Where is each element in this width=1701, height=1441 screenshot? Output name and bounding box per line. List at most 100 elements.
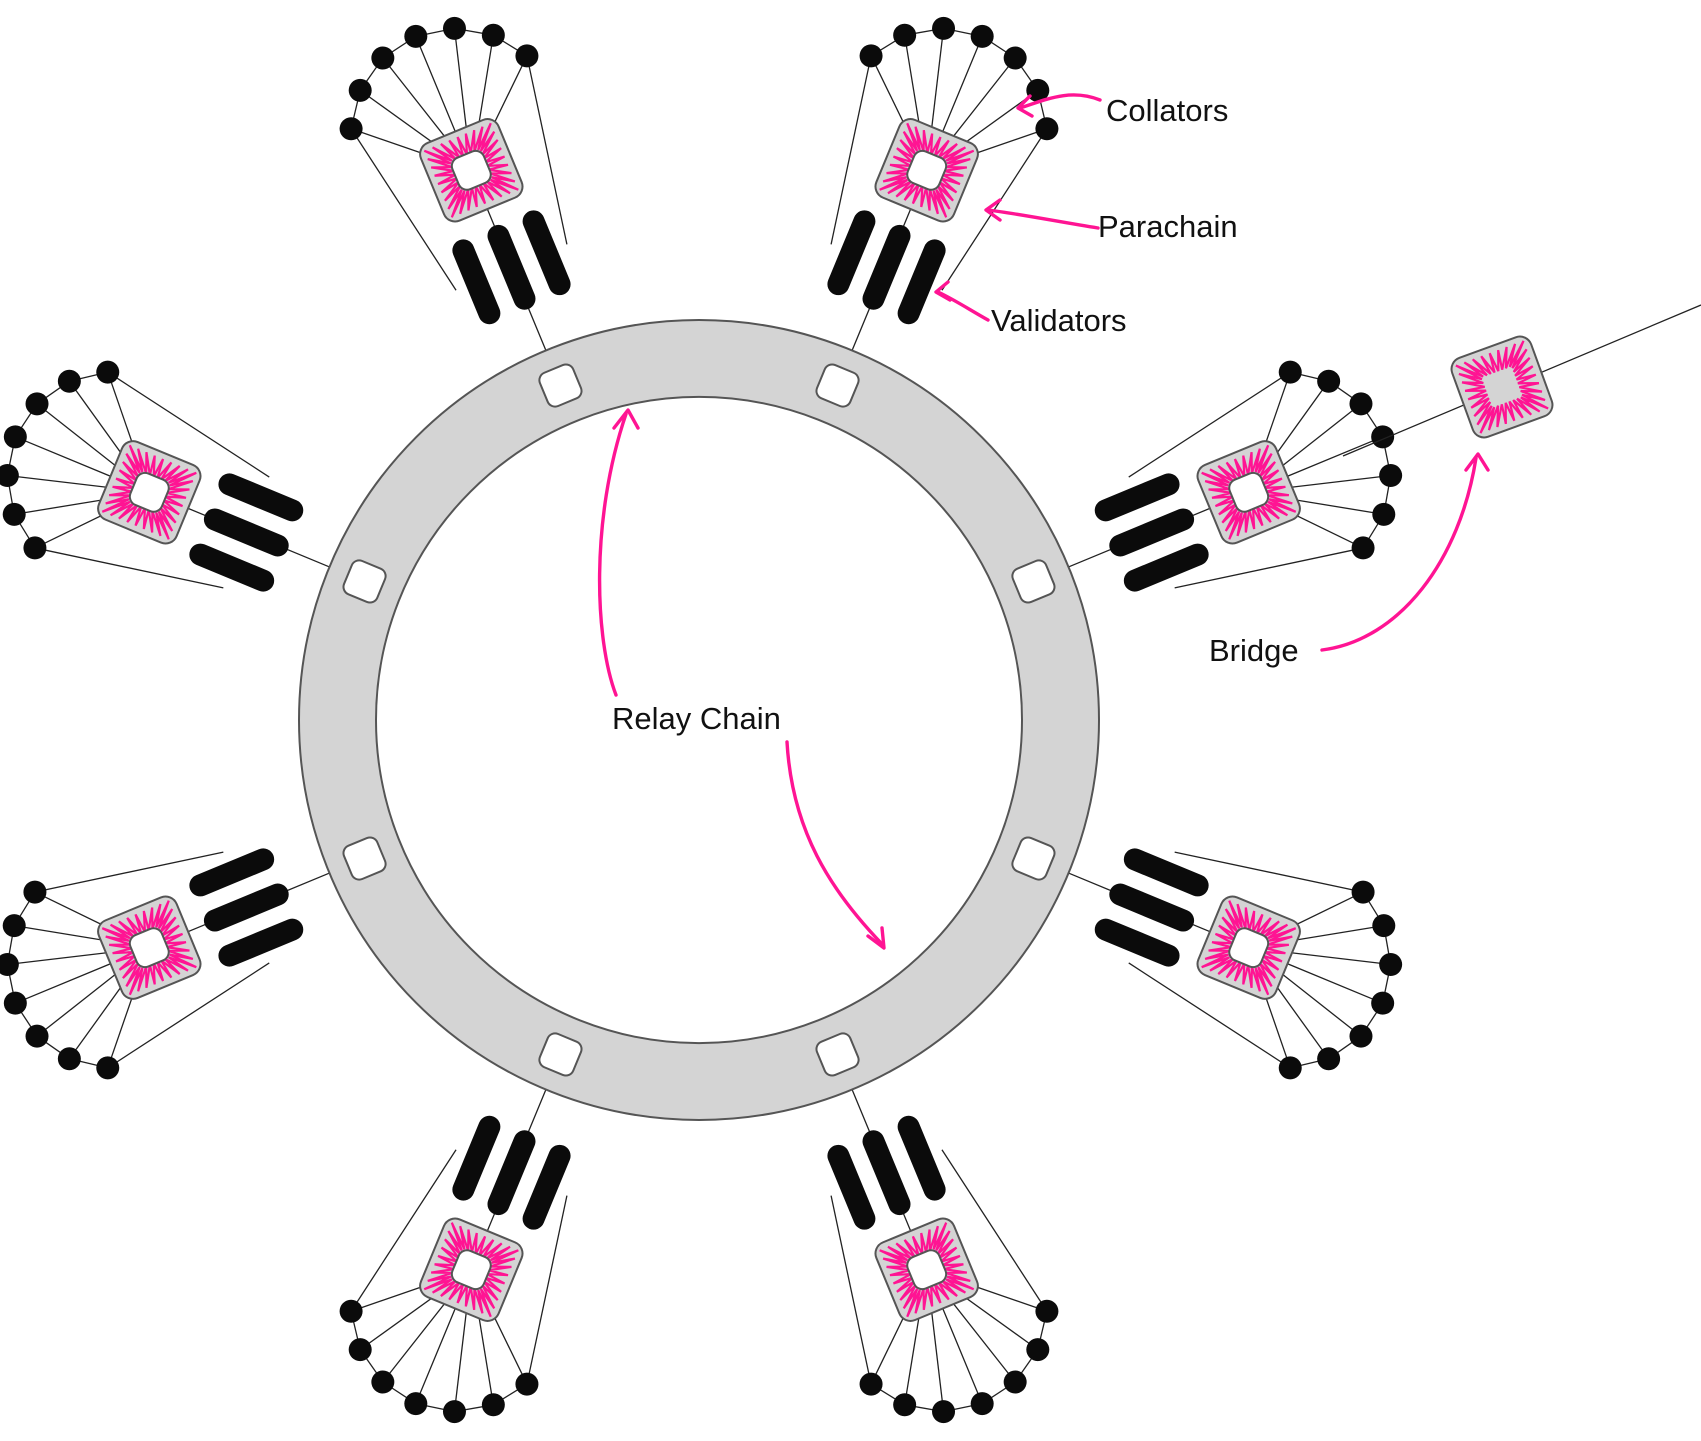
collator-node [404,24,428,48]
collator-node [371,1370,395,1394]
parachain-group [339,1115,571,1424]
collator-node [1317,1047,1341,1071]
annotation-arrows [597,93,1490,950]
validator-icon [1094,473,1180,522]
collator-node [442,16,466,40]
arrow-collators-head [1016,94,1034,118]
collator-node [515,44,539,68]
collator-node [404,1392,428,1416]
collator-node [970,1392,994,1416]
collator-node [1026,78,1050,102]
validator-link [107,371,270,478]
parachain-hole [128,471,170,513]
collator-node [23,536,47,560]
validator-link [107,962,270,1069]
parachain-group [0,848,304,1080]
label-collators: Collators [1106,93,1228,128]
validator-icon [862,224,911,310]
collator-node [25,392,49,416]
validator-link [350,1149,457,1312]
validator-icon [522,210,571,296]
collator-node [348,1338,372,1362]
collator-node [1278,1056,1302,1080]
collator-node [3,991,27,1015]
parachain-chip [97,895,202,1000]
validator-icon [827,1144,876,1230]
arrow-relay-down [785,740,884,946]
collator-node [348,78,372,102]
arrow-collators [1018,93,1102,110]
collator-node [859,44,883,68]
parachain-chip [1196,440,1301,545]
bridge-chip [1450,335,1554,439]
collator-node [0,953,19,977]
collator-node [1379,953,1403,977]
validator-icon [897,239,946,325]
parachain-chip [874,118,979,223]
validator-icon [218,473,304,522]
parachain-scribble [101,444,197,540]
validator-icon [487,224,536,310]
collator-node [932,1400,956,1424]
collator-node [893,23,917,47]
collator-node [1035,1299,1059,1323]
validator-icon [1123,848,1209,897]
parachain-scribble [1201,444,1297,540]
parachain-chip [419,118,524,223]
validator-link [526,55,568,245]
collator-node [1371,425,1395,449]
collator-node [0,463,19,487]
ring-slot [815,1032,860,1077]
collator-node [442,1400,466,1424]
collator-node [1379,463,1403,487]
parachain-scribble [879,122,975,218]
validator-link [34,851,224,893]
collator-node [339,1299,363,1323]
parachain-scribble [423,1222,519,1318]
ring-slot [1011,559,1056,604]
validator-link [830,1195,872,1385]
validator-icon [487,1130,536,1216]
collator-node [1372,914,1396,938]
ring-slot [342,836,387,881]
validator-link [1174,547,1364,589]
label-parachain: Parachain [1098,209,1238,244]
parachain-group [827,1115,1059,1424]
parachain-hole [906,149,948,191]
label-bridge: Bridge [1209,633,1299,668]
collator-node [1003,46,1027,70]
collator-node [859,1372,883,1396]
validator-link [941,1149,1048,1312]
collator-node [932,16,956,40]
validator-icon [189,848,275,897]
validator-link [1128,962,1291,1069]
parachain-scribble [101,900,197,996]
collator-node [970,24,994,48]
parachain-hole [450,1249,492,1291]
parachain-group [1094,360,1403,592]
validator-link [1128,371,1291,478]
parachain-group [827,16,1059,325]
label-validators: Validators [991,303,1127,338]
ring-slot [538,1032,583,1077]
validator-link [350,128,457,291]
collator-node [96,1056,120,1080]
collator-node [57,1047,81,1071]
parachain-hole [1228,471,1270,513]
parachain-hole [128,927,170,969]
collator-node [1371,991,1395,1015]
validator-link [34,547,224,589]
parachain-scribble [879,1222,975,1318]
collator-node [481,1393,505,1417]
collator-node [1349,1024,1373,1048]
collator-node [339,117,363,141]
ring-slot [815,363,860,408]
validator-link [1174,851,1364,893]
validator-icon [1109,508,1195,557]
collator-node [1026,1338,1050,1362]
validator-icon [522,1144,571,1230]
validator-icon [218,918,304,967]
validator-icon [897,1115,946,1201]
collator-node [1351,880,1375,904]
